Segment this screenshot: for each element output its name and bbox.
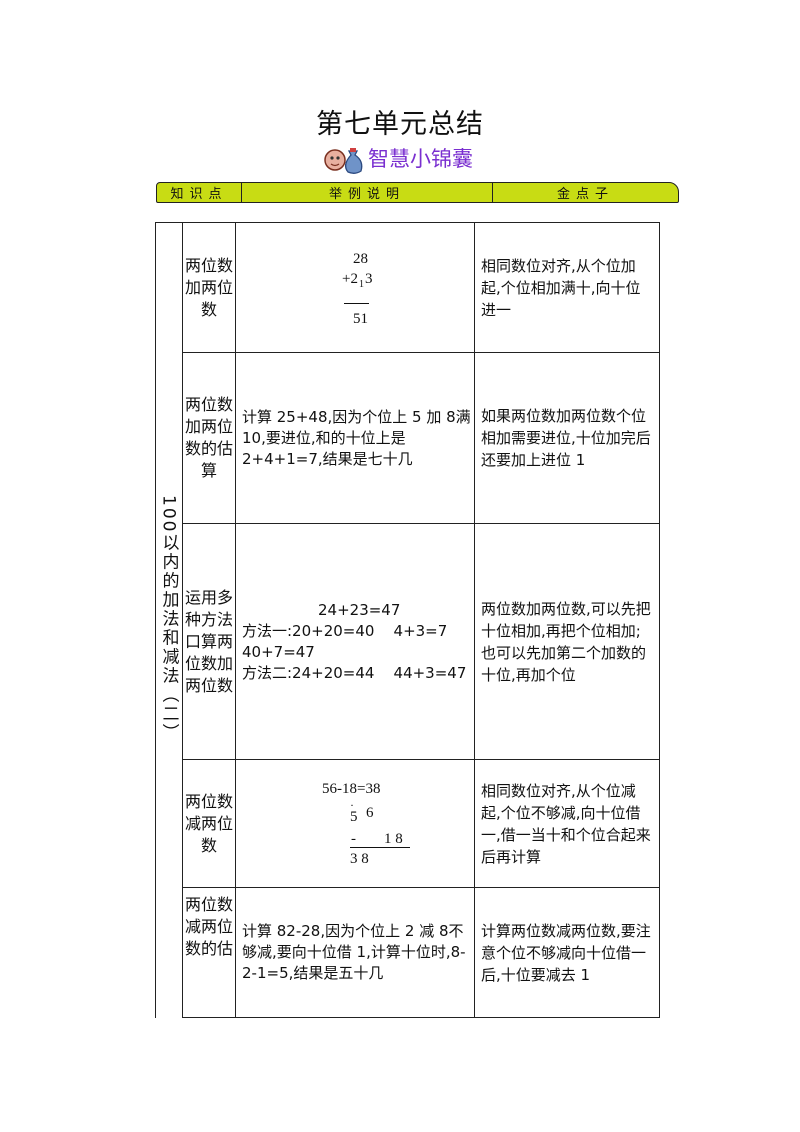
example-line: 40+7=47 [242,642,315,661]
topic-cell: 运用多种方法口算两位数加两位数 [182,523,236,760]
tip-cell: 如果两位数加两位数个位相加需要进位,十位加完后还要加上进位 1 [474,352,660,524]
summary-table: 100以内的加法和减法（二） 两位数加两位数 28 +2 1 3 51 相同数位… [155,222,660,1018]
tips-label: 智慧小锦囊 [368,147,473,171]
table-row: 运用多种方法口算两位数加两位数 24+23=47 方法一:20+20=40 4+… [156,523,660,760]
table-row: 两位数减两位数 56-18=38 · 5 6 - 1 8 3 8 相同数位对齐,… [156,759,660,888]
example-cell: 24+23=47 方法一:20+20=40 4+3=7 40+7=47 方法二:… [235,523,475,760]
tips-banner: 智慧小锦囊 [322,138,473,178]
tip-cell: 相同数位对齐,从个位减起,个位不够减,向十位借一,借一当十和个位合起来后再计算 [474,759,660,888]
example-cell: 28 +2 1 3 51 [235,222,475,353]
example-line: 方法二:24+20=44 44+3=47 [242,663,467,682]
category-label: 100以内的加法和减法（二） [158,495,179,743]
tip-cell: 计算两位数减两位数,要注意个位不够减向十位借一后,十位要减去 1 [474,887,660,1018]
topic-cell: 两位数减两位数的估 [182,887,236,1018]
column-subtraction: 56-18=38 · 5 6 - 1 8 3 8 [236,769,474,879]
example-cell: 计算 82-28,因为个位上 2 减 8不够减,要向十位借 1,计算十位时,8-… [235,887,475,1018]
tip-cell: 两位数加两位数,可以先把十位相加,再把个位相加;也可以先加第二个加数的十位,再加… [474,523,660,760]
example-cell: 计算 25+48,因为个位上 5 加 8满 10,要进位,和的十位上是2+4+1… [235,352,475,524]
topic-cell: 两位数减两位数 [182,759,236,888]
table-row: 两位数减两位数的估 计算 82-28,因为个位上 2 减 8不够减,要向十位借 … [156,887,660,1018]
table-row: 两位数加两位数的估算 计算 25+48,因为个位上 5 加 8满 10,要进位,… [156,352,660,524]
header-tips: 金点子 [556,187,614,202]
example-cell: 56-18=38 · 5 6 - 1 8 3 8 [235,759,475,888]
lucky-bag-icon [324,148,363,174]
topic-cell: 两位数加两位数 [182,222,236,353]
header-knowledge: 知识点 [157,183,242,202]
table-row: 100以内的加法和减法（二） 两位数加两位数 28 +2 1 3 51 相同数位… [155,222,660,1018]
column-header-bar: 知识点 举例说明 金点子 [156,182,679,203]
example-equation: 24+23=47 [318,600,401,619]
column-addition: 28 +2 1 3 51 [342,250,373,327]
topic-cell: 两位数加两位数的估算 [182,352,236,524]
example-line: 方法一:20+20=40 4+3=7 [242,621,448,640]
header-examples: 举例说明 [242,183,493,202]
category-cell: 100以内的加法和减法（二） [155,222,183,1018]
page-title: 第七单元总结 [316,109,484,140]
tip-cell: 相同数位对齐,从个位加起,个位相加满十,向十位进一 [474,222,660,353]
